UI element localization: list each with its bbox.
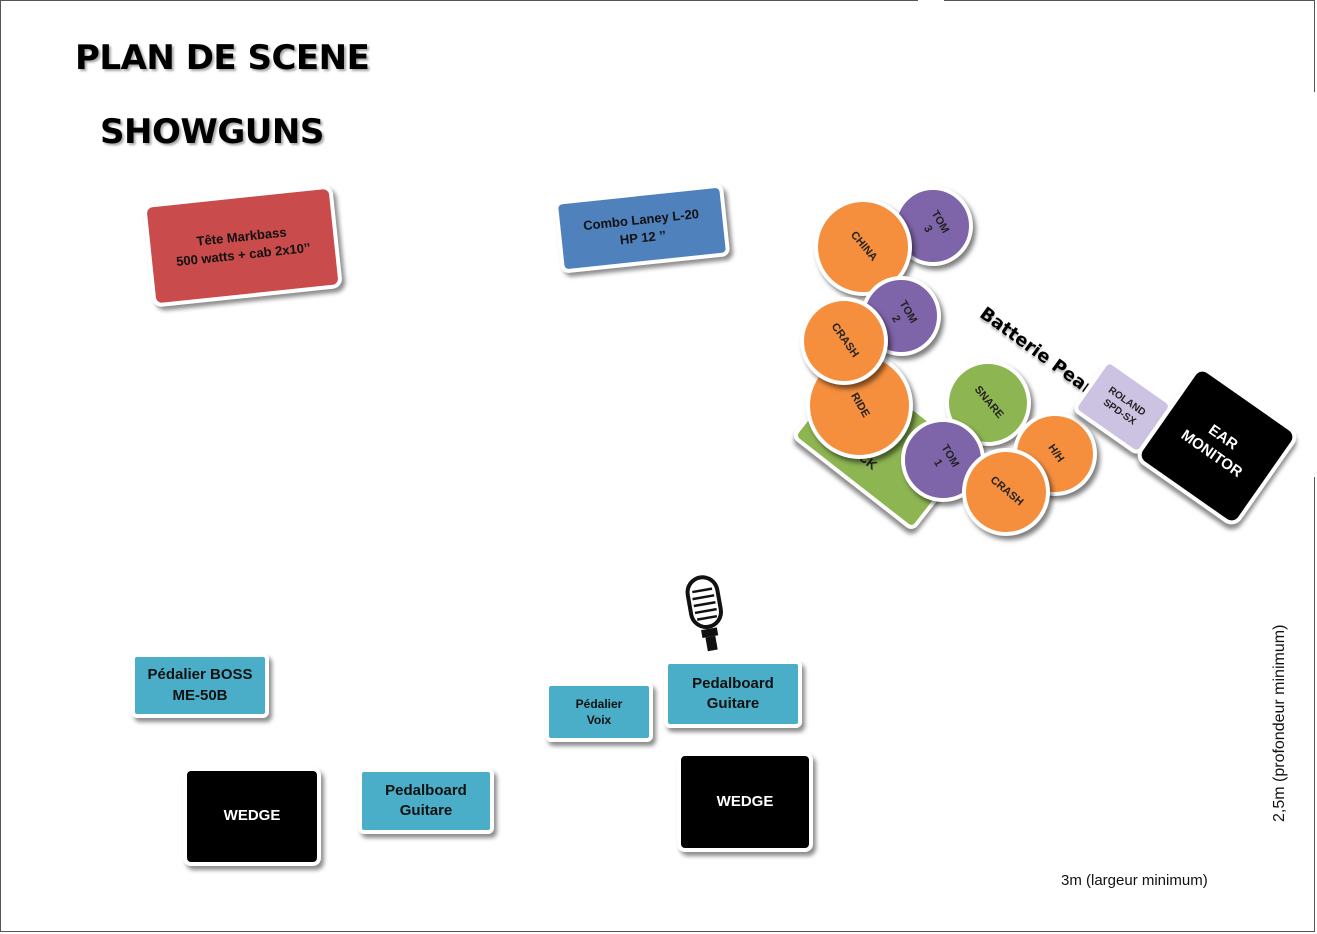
china-label: CHINA <box>847 229 880 264</box>
hihat-label: H/H <box>1045 442 1067 465</box>
wedge-left-label: WEDGE <box>223 807 281 825</box>
bass-amp-markbass: Tête Markbass 500 watts + cab 2x10’’ <box>142 184 343 308</box>
snare-label: SNARE <box>971 383 1006 422</box>
microphone-icon <box>680 572 732 656</box>
pedalboard-center-line2: Guitare <box>706 695 760 712</box>
boss-line1: Pédalier BOSS <box>147 666 253 684</box>
voix-line1: Pédalier <box>575 696 623 711</box>
frame-gap <box>918 0 944 4</box>
pedalier-voix: Pédalier Voix <box>545 682 653 742</box>
drum-snare: SNARE <box>945 360 1031 446</box>
wedge-center: WEDGE <box>677 752 813 852</box>
crash-right-label: CRASH <box>987 474 1026 509</box>
frame-gap-right <box>1314 92 1317 477</box>
wedge-center-label: WEDGE <box>716 792 774 810</box>
wedge-left: WEDGE <box>183 767 321 866</box>
voix-line2: Voix <box>586 713 612 727</box>
tom2-num: 2 <box>889 313 903 325</box>
tom3-num: 3 <box>921 223 935 235</box>
band-name: SHOWGUNS <box>100 112 324 152</box>
drum-crash-right: CRASH <box>962 448 1050 536</box>
pedalier-boss: Pédalier BOSS ME-50B <box>131 653 269 718</box>
page-title: PLAN DE SCENE <box>75 38 370 78</box>
pedalboard-center: Pedalboard Guitare <box>664 660 802 728</box>
width-label: 3m (largeur minimum) <box>1061 872 1208 889</box>
drum-crash-left: CRASH <box>800 297 888 385</box>
pedalboard-left-line2: Guitare <box>399 802 453 819</box>
tom1-num: 1 <box>931 457 945 469</box>
pedalboard-left-line1: Pedalboard <box>385 781 467 799</box>
depth-label: 2,5m (profondeur minimum) <box>1271 624 1288 822</box>
pedalboard-left: Pedalboard Guitare <box>358 768 494 834</box>
pedalboard-center-line1: Pedalboard <box>692 674 774 692</box>
crash-left-label: CRASH <box>828 321 861 360</box>
boss-line2: ME-50B <box>172 686 228 704</box>
ride-label: RIDE <box>848 390 873 420</box>
